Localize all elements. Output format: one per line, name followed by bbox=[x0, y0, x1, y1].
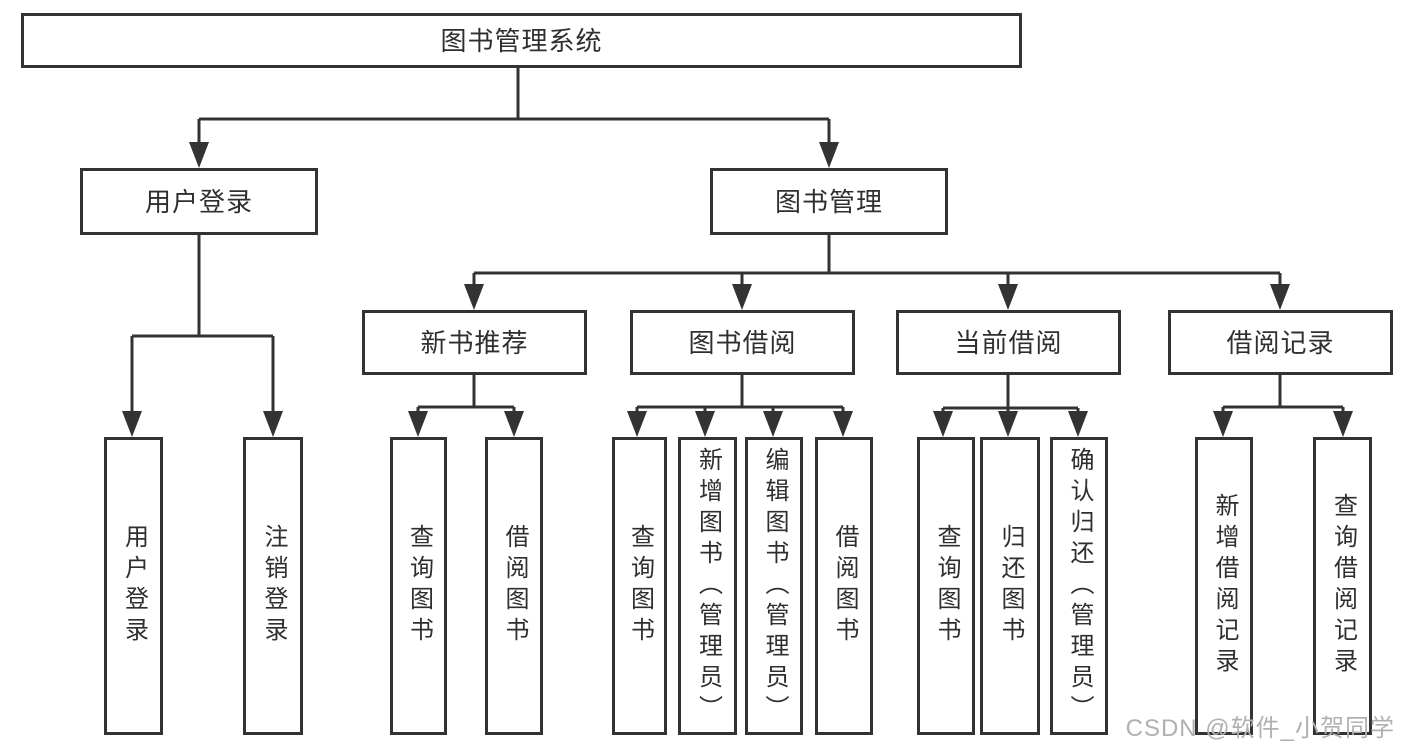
leaf-nbr-borrow-books-label: 借阅图书 bbox=[501, 524, 528, 648]
node-book-borrow-label: 图书借阅 bbox=[688, 327, 797, 358]
node-current-borrow: 当前借阅 bbox=[896, 310, 1121, 375]
leaf-logout: 注销登录 bbox=[243, 437, 303, 735]
node-new-book-recommend-label: 新书推荐 bbox=[420, 327, 529, 358]
leaf-nbr-query-books-label: 查询图书 bbox=[405, 524, 433, 648]
edge-current-borrow-to-leaves bbox=[933, 375, 1088, 437]
leaf-nbr-borrow-books: 借阅图书 bbox=[485, 437, 543, 735]
leaf-bb-add-books-admin-label: 新增图书（管理员） bbox=[694, 446, 722, 726]
csdn-watermark: CSDN @软件_小贺同学 bbox=[1125, 715, 1395, 742]
leaf-br-add-borrow-record: 新增借阅记录 bbox=[1195, 437, 1253, 735]
leaf-cb-query-books-label: 查询图书 bbox=[933, 524, 960, 648]
leaf-br-add-borrow-record-label: 新增借阅记录 bbox=[1211, 493, 1238, 679]
node-borrow-records: 借阅记录 bbox=[1168, 310, 1393, 375]
leaf-bb-borrow-books: 借阅图书 bbox=[815, 437, 873, 735]
leaf-cb-confirm-return-admin: 确认归还（管理员） bbox=[1050, 437, 1108, 735]
edge-book-borrow-to-leaves bbox=[627, 375, 853, 437]
node-borrow-records-label: 借阅记录 bbox=[1226, 327, 1335, 358]
leaf-user-login: 用户登录 bbox=[104, 437, 163, 735]
node-new-book-recommend: 新书推荐 bbox=[362, 310, 587, 375]
leaf-br-query-borrow-record: 查询借阅记录 bbox=[1313, 437, 1372, 735]
edge-book-mgmt-to-level3 bbox=[464, 235, 1290, 310]
node-root-system-label: 图书管理系统 bbox=[440, 25, 603, 56]
edge-root-to-level2 bbox=[189, 68, 839, 168]
edge-new-book-rec-to-leaves bbox=[408, 375, 524, 437]
leaf-cb-query-books: 查询图书 bbox=[917, 437, 975, 735]
leaf-cb-return-books: 归还图书 bbox=[980, 437, 1040, 735]
leaf-bb-edit-books-admin: 编辑图书（管理员） bbox=[745, 437, 803, 735]
leaf-bb-add-books-admin: 新增图书（管理员） bbox=[678, 437, 737, 735]
leaf-bb-query-books-label: 查询图书 bbox=[626, 524, 654, 648]
node-book-management: 图书管理 bbox=[710, 168, 948, 235]
leaf-logout-label: 注销登录 bbox=[260, 524, 287, 648]
leaf-bb-query-books: 查询图书 bbox=[612, 437, 667, 735]
leaf-user-login-label: 用户登录 bbox=[120, 524, 148, 648]
leaf-bb-borrow-books-label: 借阅图书 bbox=[831, 524, 858, 648]
leaf-cb-confirm-return-admin-label: 确认归还（管理员） bbox=[1066, 446, 1093, 726]
leaf-nbr-query-books: 查询图书 bbox=[390, 437, 447, 735]
edge-user-login-to-leaves bbox=[122, 235, 283, 437]
node-book-management-label: 图书管理 bbox=[774, 186, 883, 217]
leaf-br-query-borrow-record-label: 查询借阅记录 bbox=[1329, 493, 1357, 679]
leaf-cb-return-books-label: 归还图书 bbox=[997, 524, 1024, 648]
node-book-borrow: 图书借阅 bbox=[630, 310, 855, 375]
node-user-login-label: 用户登录 bbox=[144, 186, 253, 217]
leaf-bb-edit-books-admin-label: 编辑图书（管理员） bbox=[761, 446, 788, 726]
node-root-system: 图书管理系统 bbox=[21, 13, 1022, 68]
edge-borrow-records-to-leaves bbox=[1213, 375, 1353, 437]
node-user-login: 用户登录 bbox=[80, 168, 318, 235]
node-current-borrow-label: 当前借阅 bbox=[954, 327, 1063, 358]
